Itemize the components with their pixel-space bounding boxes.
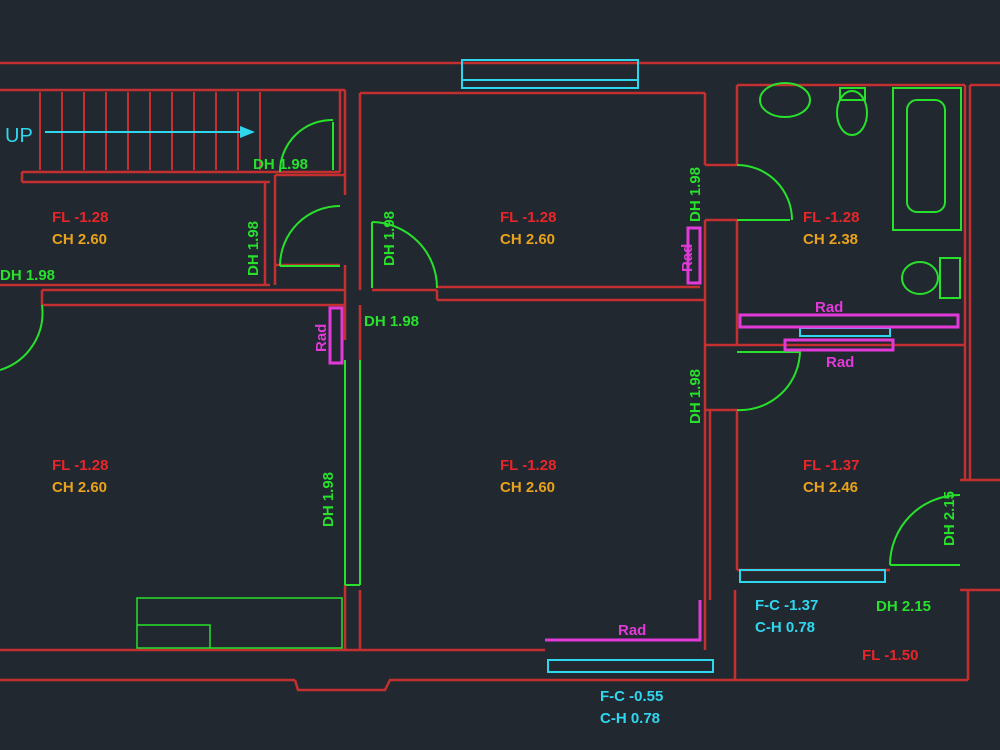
doors [0,118,961,586]
radiator-label: Rad [618,622,646,639]
radiator-label: Rad [826,354,854,371]
floor-level-label: FL -1.28 [500,209,556,226]
door-height-label: DH 1.98 [364,313,419,330]
bathtub [892,87,962,231]
toilet-2 [901,261,939,295]
door-height-label: DH 1.98 [253,156,308,173]
floor-level-label: FL -1.28 [500,457,556,474]
floor-level-label: FL -1.28 [52,209,108,226]
window-sill-level-label: F-C -0.55 [600,688,663,705]
radiator-label: Rad [679,244,696,272]
toilet [836,90,868,136]
radiators [328,226,960,642]
ceiling-height-label: CH 2.60 [52,479,107,496]
walls [0,61,1000,692]
floor-level-label-lower-right: FL -1.50 [862,647,918,664]
door-height-label: DH 1.98 [245,221,262,276]
window-height-label: C-H 0.78 [755,619,815,636]
room-stair: FL -1.28 CH 2.60 [52,209,108,248]
room-bathroom: FL -1.28 CH 2.38 [803,209,859,248]
window-sill-level-label: F-C -1.37 [755,597,818,614]
stair-up-label: UP [5,125,33,147]
bathroom-fixtures [759,82,962,299]
window-height-label: C-H 0.78 [600,710,660,727]
floor-level-label: FL -1.28 [803,209,859,226]
built-in-unit [136,597,343,649]
sink [759,82,811,118]
room-upper-middle: FL -1.28 CH 2.60 [500,209,556,248]
floor-level-label: FL -1.28 [52,457,108,474]
ceiling-height-label: CH 2.60 [500,479,555,496]
ceiling-height-label: CH 2.38 [803,231,858,248]
room-living-middle: FL -1.28 CH 2.60 [500,457,556,496]
door-height-label: DH 1.98 [687,369,704,424]
door-height-label: DH 1.98 [320,472,337,527]
floor-level-label: FL -1.37 [803,457,859,474]
door-height-label: DH 1.98 [0,267,55,284]
room-right: FL -1.37 CH 2.46 [803,457,859,496]
windows [461,59,891,673]
door-height-label: DH 2.15 [876,598,931,615]
radiator-label: Rad [815,299,843,316]
room-living-left: FL -1.28 CH 2.60 [52,457,108,496]
door-height-label: DH 1.98 [381,211,398,266]
door-height-label: DH 1.98 [687,167,704,222]
door-height-label: DH 2.15 [941,491,958,546]
radiator-label: Rad [313,324,330,352]
ceiling-height-label: CH 2.60 [500,231,555,248]
ceiling-height-label: CH 2.46 [803,479,858,496]
door-swing [279,118,334,173]
stair-arrow [45,126,255,138]
ceiling-height-label: CH 2.60 [52,231,107,248]
